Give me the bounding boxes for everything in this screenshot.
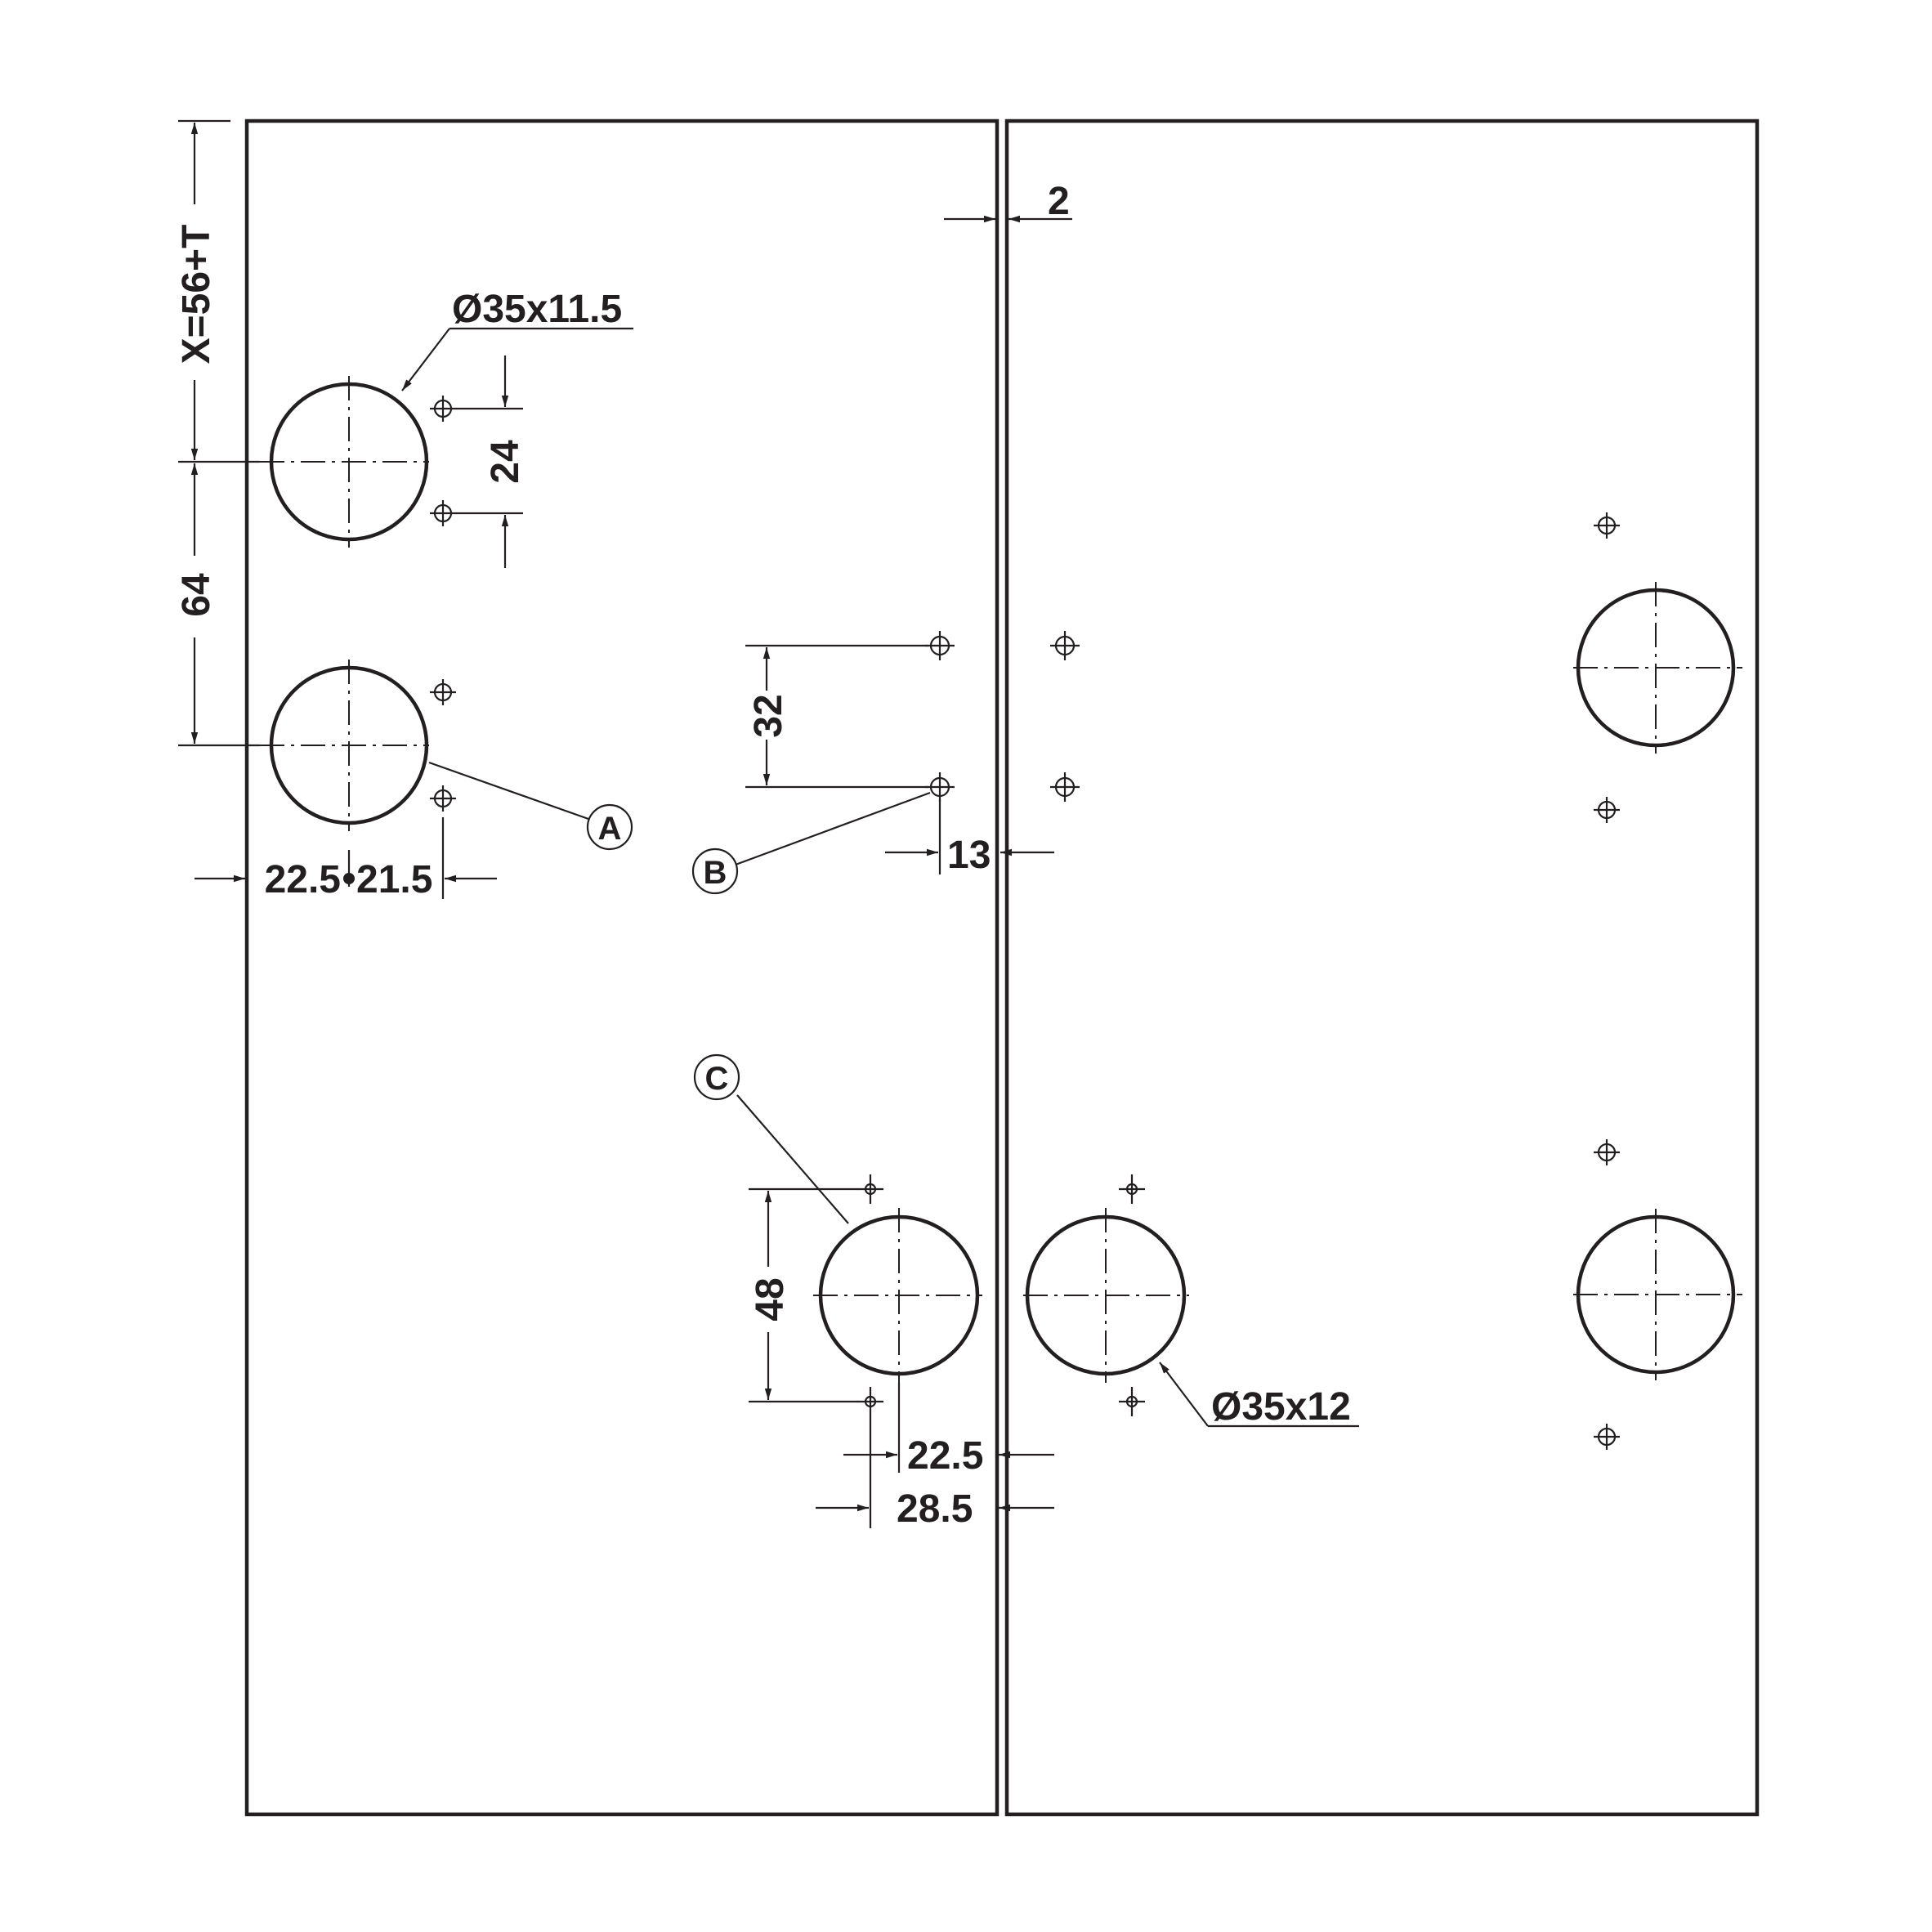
hinge-cup-right-edge-bottom <box>1573 1209 1742 1380</box>
screw-hole-right-inner-lower <box>1119 1387 1145 1416</box>
screw-hole-top-left-upper <box>430 396 456 422</box>
screw-hole-a-upper <box>430 679 456 705</box>
hinge-cup-right-edge-top <box>1573 582 1742 754</box>
dimension-13: 13 <box>885 799 1054 877</box>
screw-hole-right-inner-upper <box>1119 1174 1145 1204</box>
dimension-24-label: 24 <box>484 440 527 484</box>
hinge-cup-c <box>813 1208 982 1383</box>
screw-hole-right-edge-bottom-upper <box>1594 1139 1620 1165</box>
dimension-21-5-label: 21.5 <box>356 858 432 901</box>
plate-hole-left-upper <box>925 631 955 660</box>
hinge-cup-a <box>260 660 429 831</box>
right-door-panel <box>1004 119 1760 1817</box>
bore-35x12-text: Ø35x12 <box>1211 1385 1351 1429</box>
dimension-64-label: 64 <box>175 573 218 617</box>
callout-b-letter: B <box>704 855 727 891</box>
dimension-22-5-left-label: 22.5 <box>265 858 341 901</box>
dimension-x-formula-label: X=56+T <box>175 225 218 364</box>
dimension-x-formula: X=56+T <box>175 119 260 463</box>
bore-label-35x11-5: Ø35x11.5 <box>401 288 633 391</box>
dimension-28-5-label: 28.5 <box>897 1487 973 1531</box>
screw-hole-c-lower <box>857 1387 883 1416</box>
hinge-cup-top-left <box>260 376 429 548</box>
callout-a-letter: A <box>598 811 622 847</box>
dimension-48-label: 48 <box>749 1277 792 1321</box>
dimension-48: 48 <box>749 1187 858 1403</box>
callout-c: C <box>693 1053 849 1224</box>
dimension-gap-2: 2 <box>944 180 1072 223</box>
screw-hole-top-left-lower <box>430 500 456 526</box>
hinge-cup-right-inner <box>1023 1208 1189 1383</box>
dimension-24: 24 <box>456 356 527 568</box>
left-door-panel <box>244 119 1000 1817</box>
screw-hole-right-edge-top-upper <box>1594 512 1620 539</box>
dimension-22-5-bottom-label: 22.5 <box>907 1434 983 1478</box>
callout-b: B <box>691 791 931 895</box>
plate-hole-right-lower <box>1050 772 1080 802</box>
dimension-22-5-28-5: 22.5 28.5 <box>816 1383 1054 1531</box>
bore-label-35x12: Ø35x12 <box>1159 1362 1359 1429</box>
dimension-32: 32 <box>745 644 928 789</box>
dimension-13-label: 13 <box>947 834 991 877</box>
screw-hole-right-edge-bottom-lower <box>1594 1424 1620 1450</box>
callout-c-letter: C <box>705 1061 729 1097</box>
bore-35x11-5-text: Ø35x11.5 <box>452 288 622 331</box>
callout-a: A <box>428 761 633 851</box>
screw-hole-a-lower <box>430 785 456 812</box>
screw-hole-right-edge-top-lower <box>1594 797 1620 823</box>
dimension-32-label: 32 <box>747 694 790 737</box>
dimension-22-5-21-5: 22.5 21.5 <box>195 817 497 901</box>
plate-hole-right-upper <box>1050 631 1080 660</box>
dimension-gap-2-label: 2 <box>1048 180 1070 223</box>
dimension-64: 64 <box>175 463 260 747</box>
plate-hole-left-lower <box>925 772 955 802</box>
screw-hole-c-upper <box>857 1174 883 1204</box>
